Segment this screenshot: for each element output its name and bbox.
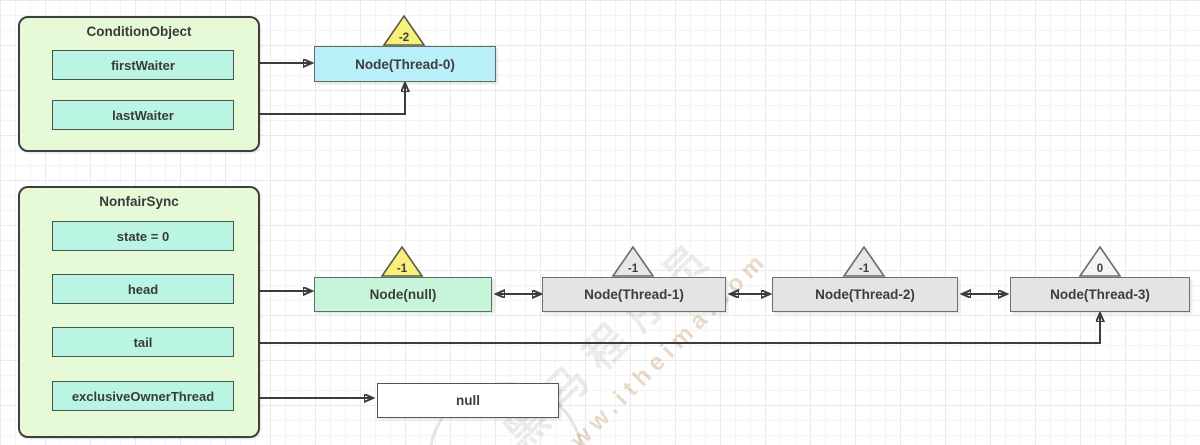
field-lastwaiter: lastWaiter bbox=[52, 100, 234, 130]
null-value-box: null bbox=[377, 383, 559, 418]
waitstatus-value: -1 bbox=[397, 263, 408, 275]
field-firstwaiter: firstWaiter bbox=[52, 50, 234, 80]
condition-object-box: ConditionObject firstWaiter lastWaiter bbox=[18, 16, 260, 152]
waitstatus-triangle-node2: -1 bbox=[842, 245, 886, 277]
condition-object-title: ConditionObject bbox=[86, 24, 192, 39]
node-null: Node(null) bbox=[314, 277, 492, 312]
waitstatus-triangle-node0: -2 bbox=[382, 14, 426, 46]
waitstatus-value: -2 bbox=[399, 32, 409, 44]
waitstatus-triangle-node3: 0 bbox=[1078, 245, 1122, 277]
waitstatus-value: 0 bbox=[1097, 263, 1103, 275]
waitstatus-value: -1 bbox=[628, 263, 639, 275]
waitstatus-value: -1 bbox=[859, 263, 870, 275]
node-thread2: Node(Thread-2) bbox=[772, 277, 958, 312]
field-tail: tail bbox=[52, 327, 234, 357]
arrow-tail-node3 bbox=[239, 314, 1100, 343]
nonfair-sync-title: NonfairSync bbox=[99, 194, 179, 209]
waitstatus-triangle-node1: -1 bbox=[611, 245, 655, 277]
field-head: head bbox=[52, 274, 234, 304]
waitstatus-triangle-nodenull: -1 bbox=[380, 245, 424, 277]
node-thread0: Node(Thread-0) bbox=[314, 46, 496, 82]
nonfair-sync-box: NonfairSync state = 0 head tail exclusiv… bbox=[18, 186, 260, 438]
field-state: state = 0 bbox=[52, 221, 234, 251]
node-thread1: Node(Thread-1) bbox=[542, 277, 726, 312]
watermark-url-text: www.itheima.com bbox=[548, 245, 774, 445]
field-exclusiveownerthread: exclusiveOwnerThread bbox=[52, 381, 234, 411]
node-thread3: Node(Thread-3) bbox=[1010, 277, 1190, 312]
